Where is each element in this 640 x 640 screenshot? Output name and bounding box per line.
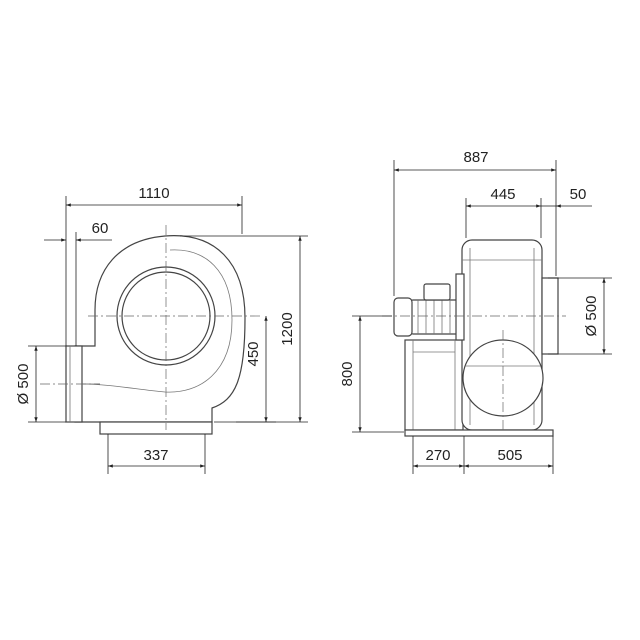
- motor-flange: [455, 273, 465, 341]
- dim-inlet-diameter: Ø 500: [583, 296, 600, 337]
- side-view: 887 445 50 Ø 500 800 270 505: [339, 149, 612, 474]
- terminal-box: [423, 283, 451, 301]
- dim-height-total: 1200: [279, 312, 296, 345]
- dim-inlet-offset: 60: [92, 220, 109, 237]
- dim-outlet-diameter: Ø 500: [15, 364, 32, 405]
- volute-housing: [74, 235, 246, 423]
- dim-width-total: 1110: [138, 185, 169, 202]
- volute-spiral: [81, 249, 233, 393]
- motor-frame: [404, 339, 464, 431]
- dim-housing-depth: 445: [490, 186, 515, 203]
- dim-side-axis-height: 800: [339, 361, 356, 386]
- dim-base-width: 337: [143, 447, 168, 464]
- motor-end-cap: [393, 297, 413, 337]
- dim-length-total: 887: [463, 149, 488, 166]
- dim-axis-height: 450: [245, 341, 262, 366]
- dim-inlet-collar: 50: [570, 186, 587, 203]
- dim-housing-base: 505: [497, 447, 522, 464]
- front-base-plate: [99, 421, 213, 435]
- dim-motor-base: 270: [425, 447, 450, 464]
- side-base-plate: [404, 429, 554, 437]
- front-view: 1110 60 1200 450 Ø 500 337: [15, 185, 308, 474]
